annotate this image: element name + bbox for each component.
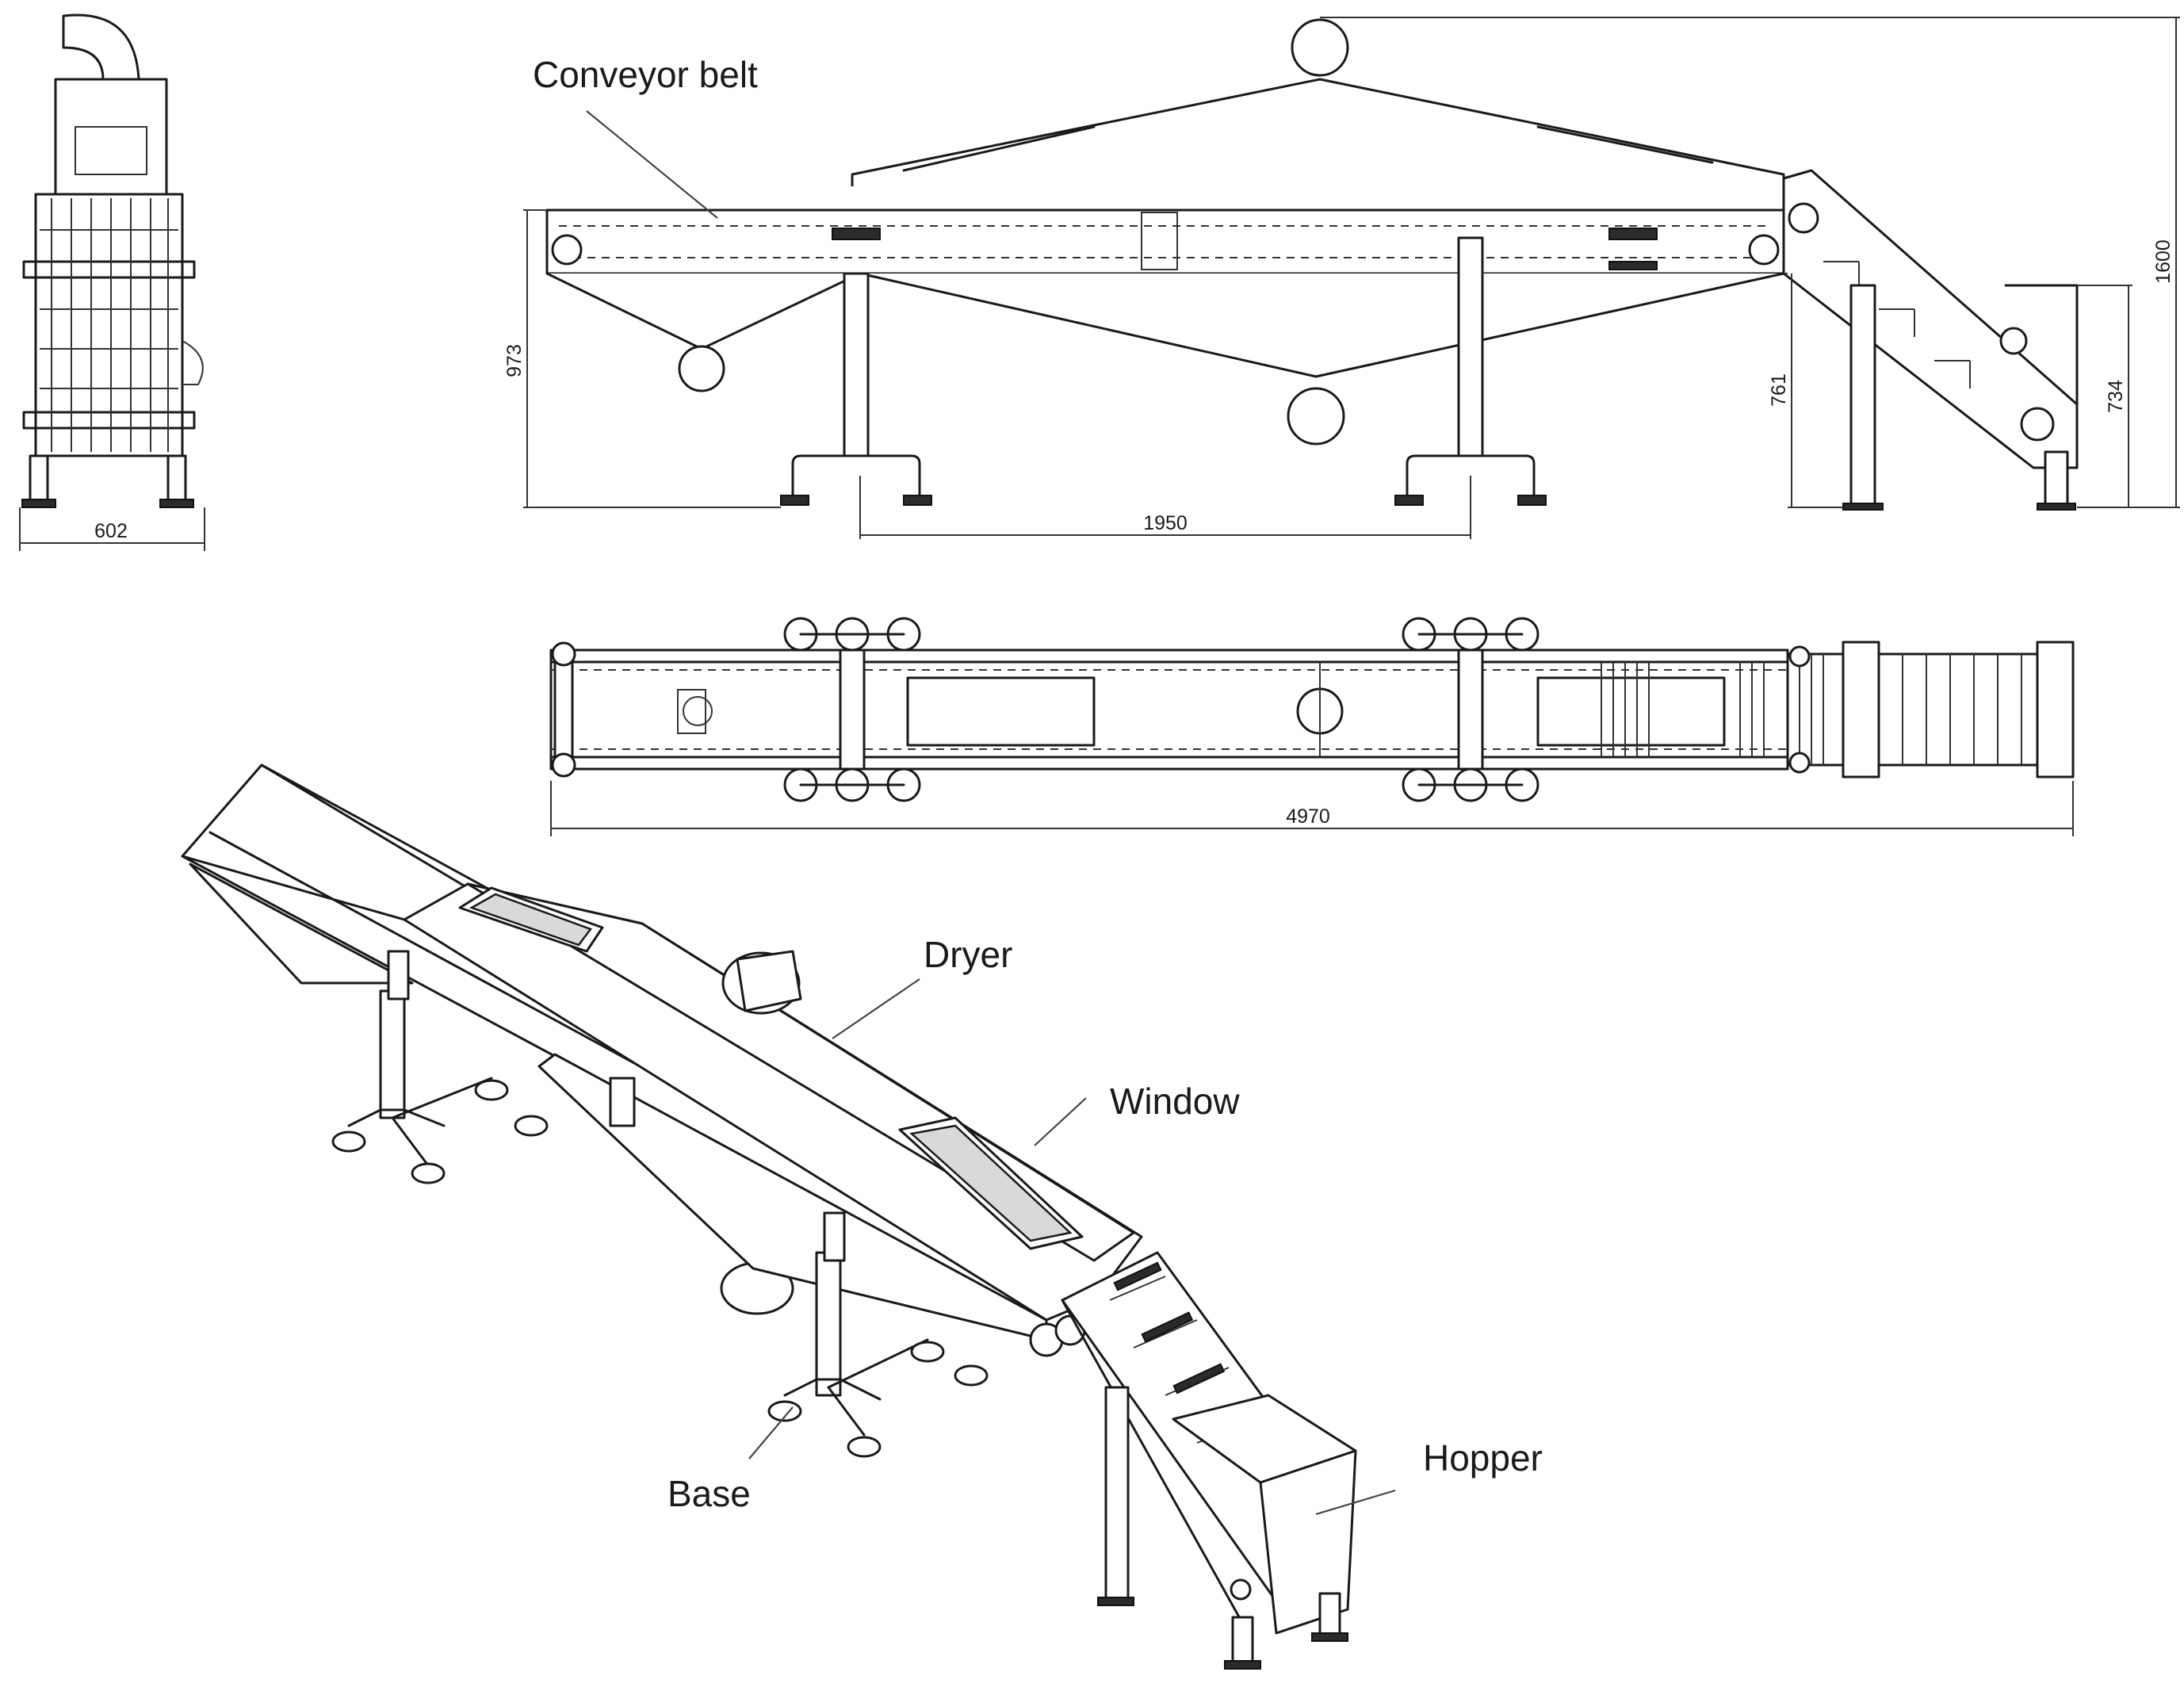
label-hopper: Hopper	[1423, 1437, 1543, 1479]
leader-hopper	[1315, 1489, 1396, 1516]
dim-front-width: 602	[94, 520, 128, 542]
plan-view: 4970	[549, 617, 2075, 836]
label-window: Window	[1110, 1081, 1240, 1122]
side-elevation: 973 1950 761 734 1600	[503, 17, 2180, 539]
label-base: Base	[667, 1473, 751, 1514]
dim-hopper-height: 734	[2105, 380, 2127, 413]
part-labels: Conveyor belt Dryer Window Base Hopper	[533, 54, 1543, 1514]
dim-hopper-conveyor-height: 761	[1768, 373, 1790, 407]
leader-base	[748, 1406, 794, 1460]
front-view: 602	[19, 13, 205, 551]
label-dryer: Dryer	[924, 934, 1012, 975]
dim-leg-spacing: 1950	[1143, 512, 1188, 534]
leader-dryer	[832, 978, 920, 1039]
leader-lines	[586, 110, 1396, 1516]
dim-belt-height: 973	[503, 344, 526, 377]
leader-window	[1034, 1097, 1087, 1146]
isometric-view	[181, 763, 1357, 1670]
label-conveyor-belt: Conveyor belt	[533, 54, 758, 95]
leader-conveyor-belt	[586, 110, 718, 219]
dim-overall-height: 1600	[2152, 239, 2174, 284]
dim-total-length: 4970	[1286, 805, 1330, 828]
